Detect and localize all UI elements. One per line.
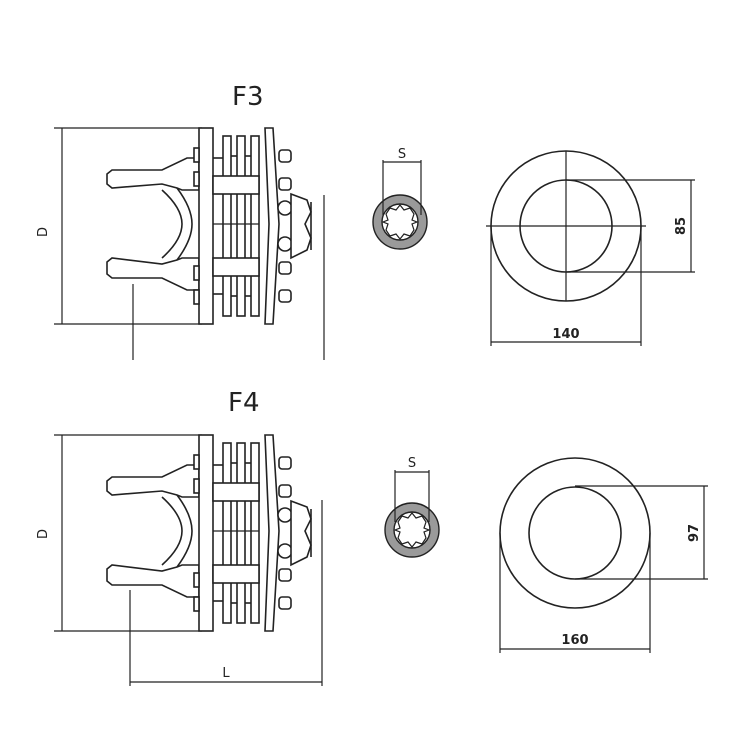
f3-dim-s: S (398, 147, 406, 162)
f4-inner-diameter: 97 (687, 524, 702, 542)
f4-outer-diameter: 160 (561, 633, 588, 648)
f4-drawing: F4 L D S 160 97 (36, 388, 708, 686)
f4-title: F4 (228, 388, 260, 418)
f4-dim-l: L (222, 666, 230, 681)
f3-inner-diameter: 85 (674, 217, 689, 235)
f4-dim-s: S (408, 456, 416, 471)
f4-hub-section (384, 502, 440, 558)
f3-drawing: F3 D S 140 85 (36, 82, 695, 360)
f3-disc-face-view (486, 150, 695, 346)
f3-side-view (53, 127, 312, 325)
f4-disc-face-view (499, 457, 708, 653)
f4-dim-d: D (36, 529, 51, 539)
f3-title: F3 (232, 82, 264, 112)
f3-outer-diameter: 140 (552, 327, 579, 342)
f3-dim-d: D (36, 227, 51, 237)
f4-side-view (53, 434, 312, 632)
f3-hub-section (372, 194, 428, 250)
